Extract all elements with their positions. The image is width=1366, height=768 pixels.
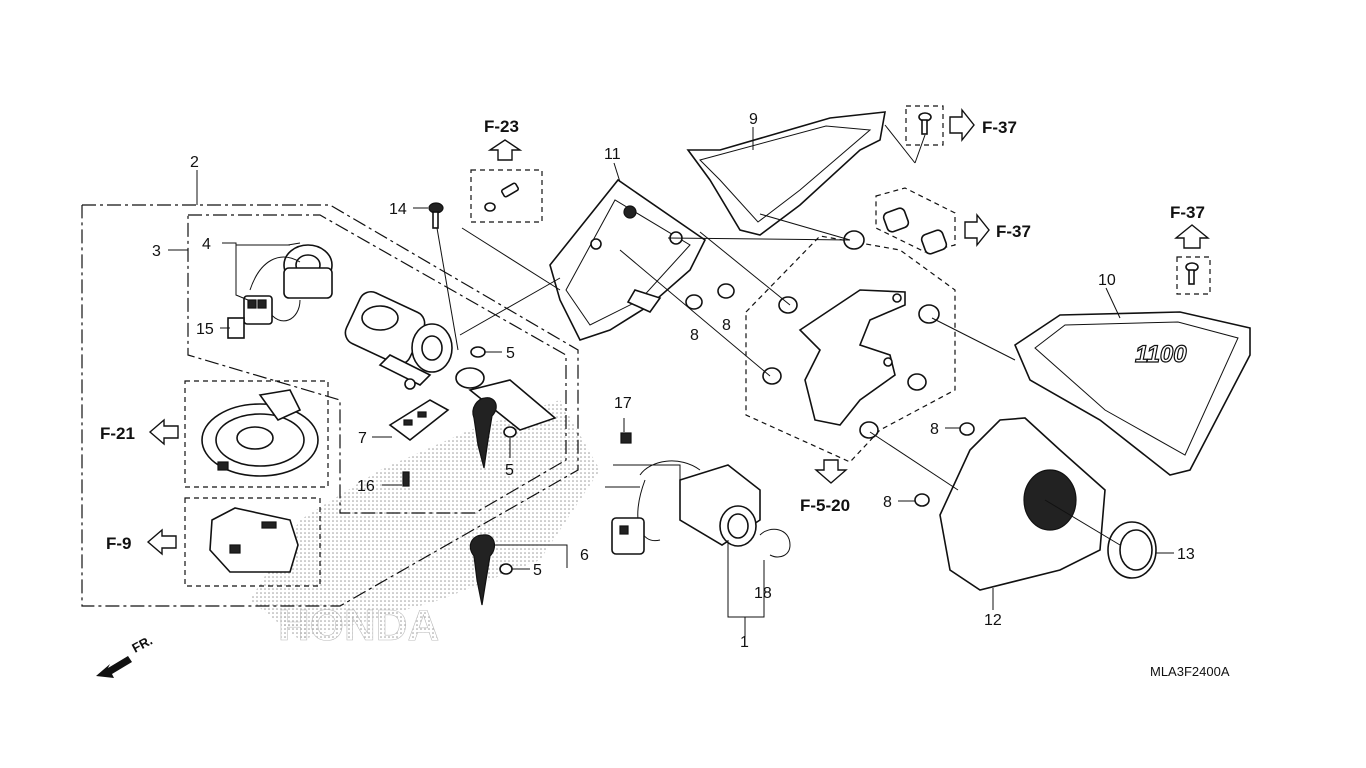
bolt-17 <box>620 432 632 444</box>
callout-1: 1 <box>740 634 749 651</box>
arrow-up-f23 <box>487 139 523 161</box>
f37-top-box <box>905 105 944 146</box>
callout-15: 15 <box>196 321 214 338</box>
callout-3: 3 <box>152 243 161 260</box>
grommets <box>685 207 975 507</box>
washer-5c <box>499 563 513 575</box>
callout-14: 14 <box>389 201 407 218</box>
stipple-shading: HONDA <box>250 400 600 650</box>
callout-9: 9 <box>749 111 758 128</box>
ref-f21: F-21 <box>100 424 135 443</box>
callout-16: 16 <box>357 478 375 495</box>
callout-labels: 1 2 3 4 5 5 5 6 7 8 8 8 8 9 10 11 12 13 … <box>152 111 1195 651</box>
ignition-kit-boundary <box>81 204 579 607</box>
diagram-code: MLA3F2400A <box>1150 664 1230 679</box>
arrow-down-f520 <box>814 459 848 484</box>
screw-14 <box>428 202 444 229</box>
screw-f23 <box>484 182 519 212</box>
callout-10: 10 <box>1098 272 1116 289</box>
washer-5a <box>470 346 486 358</box>
leader-lines <box>168 124 1174 637</box>
callout-18: 18 <box>754 585 772 602</box>
ref-f520: F-5-20 <box>800 496 850 515</box>
arrow-right-f37-mid <box>964 213 990 247</box>
bracket-plate-7 <box>388 399 450 442</box>
callout-4: 4 <box>202 236 211 253</box>
callout-5a: 5 <box>506 345 515 362</box>
arrow-left-f21 <box>148 418 179 446</box>
front-arrow <box>96 656 132 678</box>
ignition-cylinder <box>344 290 453 390</box>
callout-17: 17 <box>614 395 632 412</box>
ref-f37-mid: F-37 <box>996 222 1031 241</box>
callout-12: 12 <box>984 612 1002 629</box>
callout-13: 13 <box>1177 546 1195 563</box>
side-cover-left-11 <box>549 178 707 341</box>
seat-lock-box <box>184 497 321 587</box>
ref-f37-right: F-37 <box>1170 203 1205 222</box>
callout-2: 2 <box>190 154 199 171</box>
ignition-switch <box>227 242 333 339</box>
key-tag <box>455 367 557 469</box>
fuel-cap <box>201 389 319 477</box>
arrow-up-f37-right <box>1174 224 1210 249</box>
callout-8a: 8 <box>690 327 699 344</box>
bracket-box <box>745 235 956 463</box>
spare-key-6 <box>469 534 496 606</box>
ref-f23: F-23 <box>484 117 519 136</box>
grommet-kit-box <box>875 187 956 253</box>
side-cover-right-10: 1100 <box>1014 311 1251 476</box>
ref-f37-top: F-37 <box>982 118 1017 137</box>
honda-watermark: HONDA <box>278 601 439 650</box>
callout-6: 6 <box>580 547 589 564</box>
reference-labels: F-23 F-37 F-37 F-37 F-21 F-9 F-5-20 <box>100 117 1205 553</box>
f37-right-box <box>1176 256 1211 295</box>
screw-f37-right <box>1185 262 1199 285</box>
callout-11: 11 <box>604 146 621 163</box>
screw-f37-top <box>918 112 932 135</box>
upper-cover-9 <box>686 111 886 236</box>
callout-8c: 8 <box>930 421 939 438</box>
fuel-cap-box <box>184 380 329 488</box>
ring-13 <box>1107 521 1157 579</box>
arrow-left-f9 <box>146 528 177 556</box>
screw-16 <box>402 471 410 487</box>
f23-box <box>470 169 543 223</box>
seat-lock <box>209 507 299 573</box>
washer-5b <box>503 426 517 438</box>
cover-badge: 1100 <box>1135 341 1187 368</box>
callout-8b: 8 <box>722 317 731 334</box>
ref-arrows <box>96 108 1210 678</box>
callout-8d: 8 <box>883 494 892 511</box>
panel-12 <box>939 417 1106 591</box>
callout-5b: 5 <box>505 462 514 479</box>
callout-5c: 5 <box>533 562 542 579</box>
callout-7: 7 <box>358 430 367 447</box>
mounting-bracket <box>798 289 906 426</box>
arrow-right-f37-top <box>949 108 975 142</box>
ref-f9: F-9 <box>106 534 132 553</box>
cable-lock-1 <box>611 460 791 558</box>
front-label: FR. <box>129 633 155 656</box>
